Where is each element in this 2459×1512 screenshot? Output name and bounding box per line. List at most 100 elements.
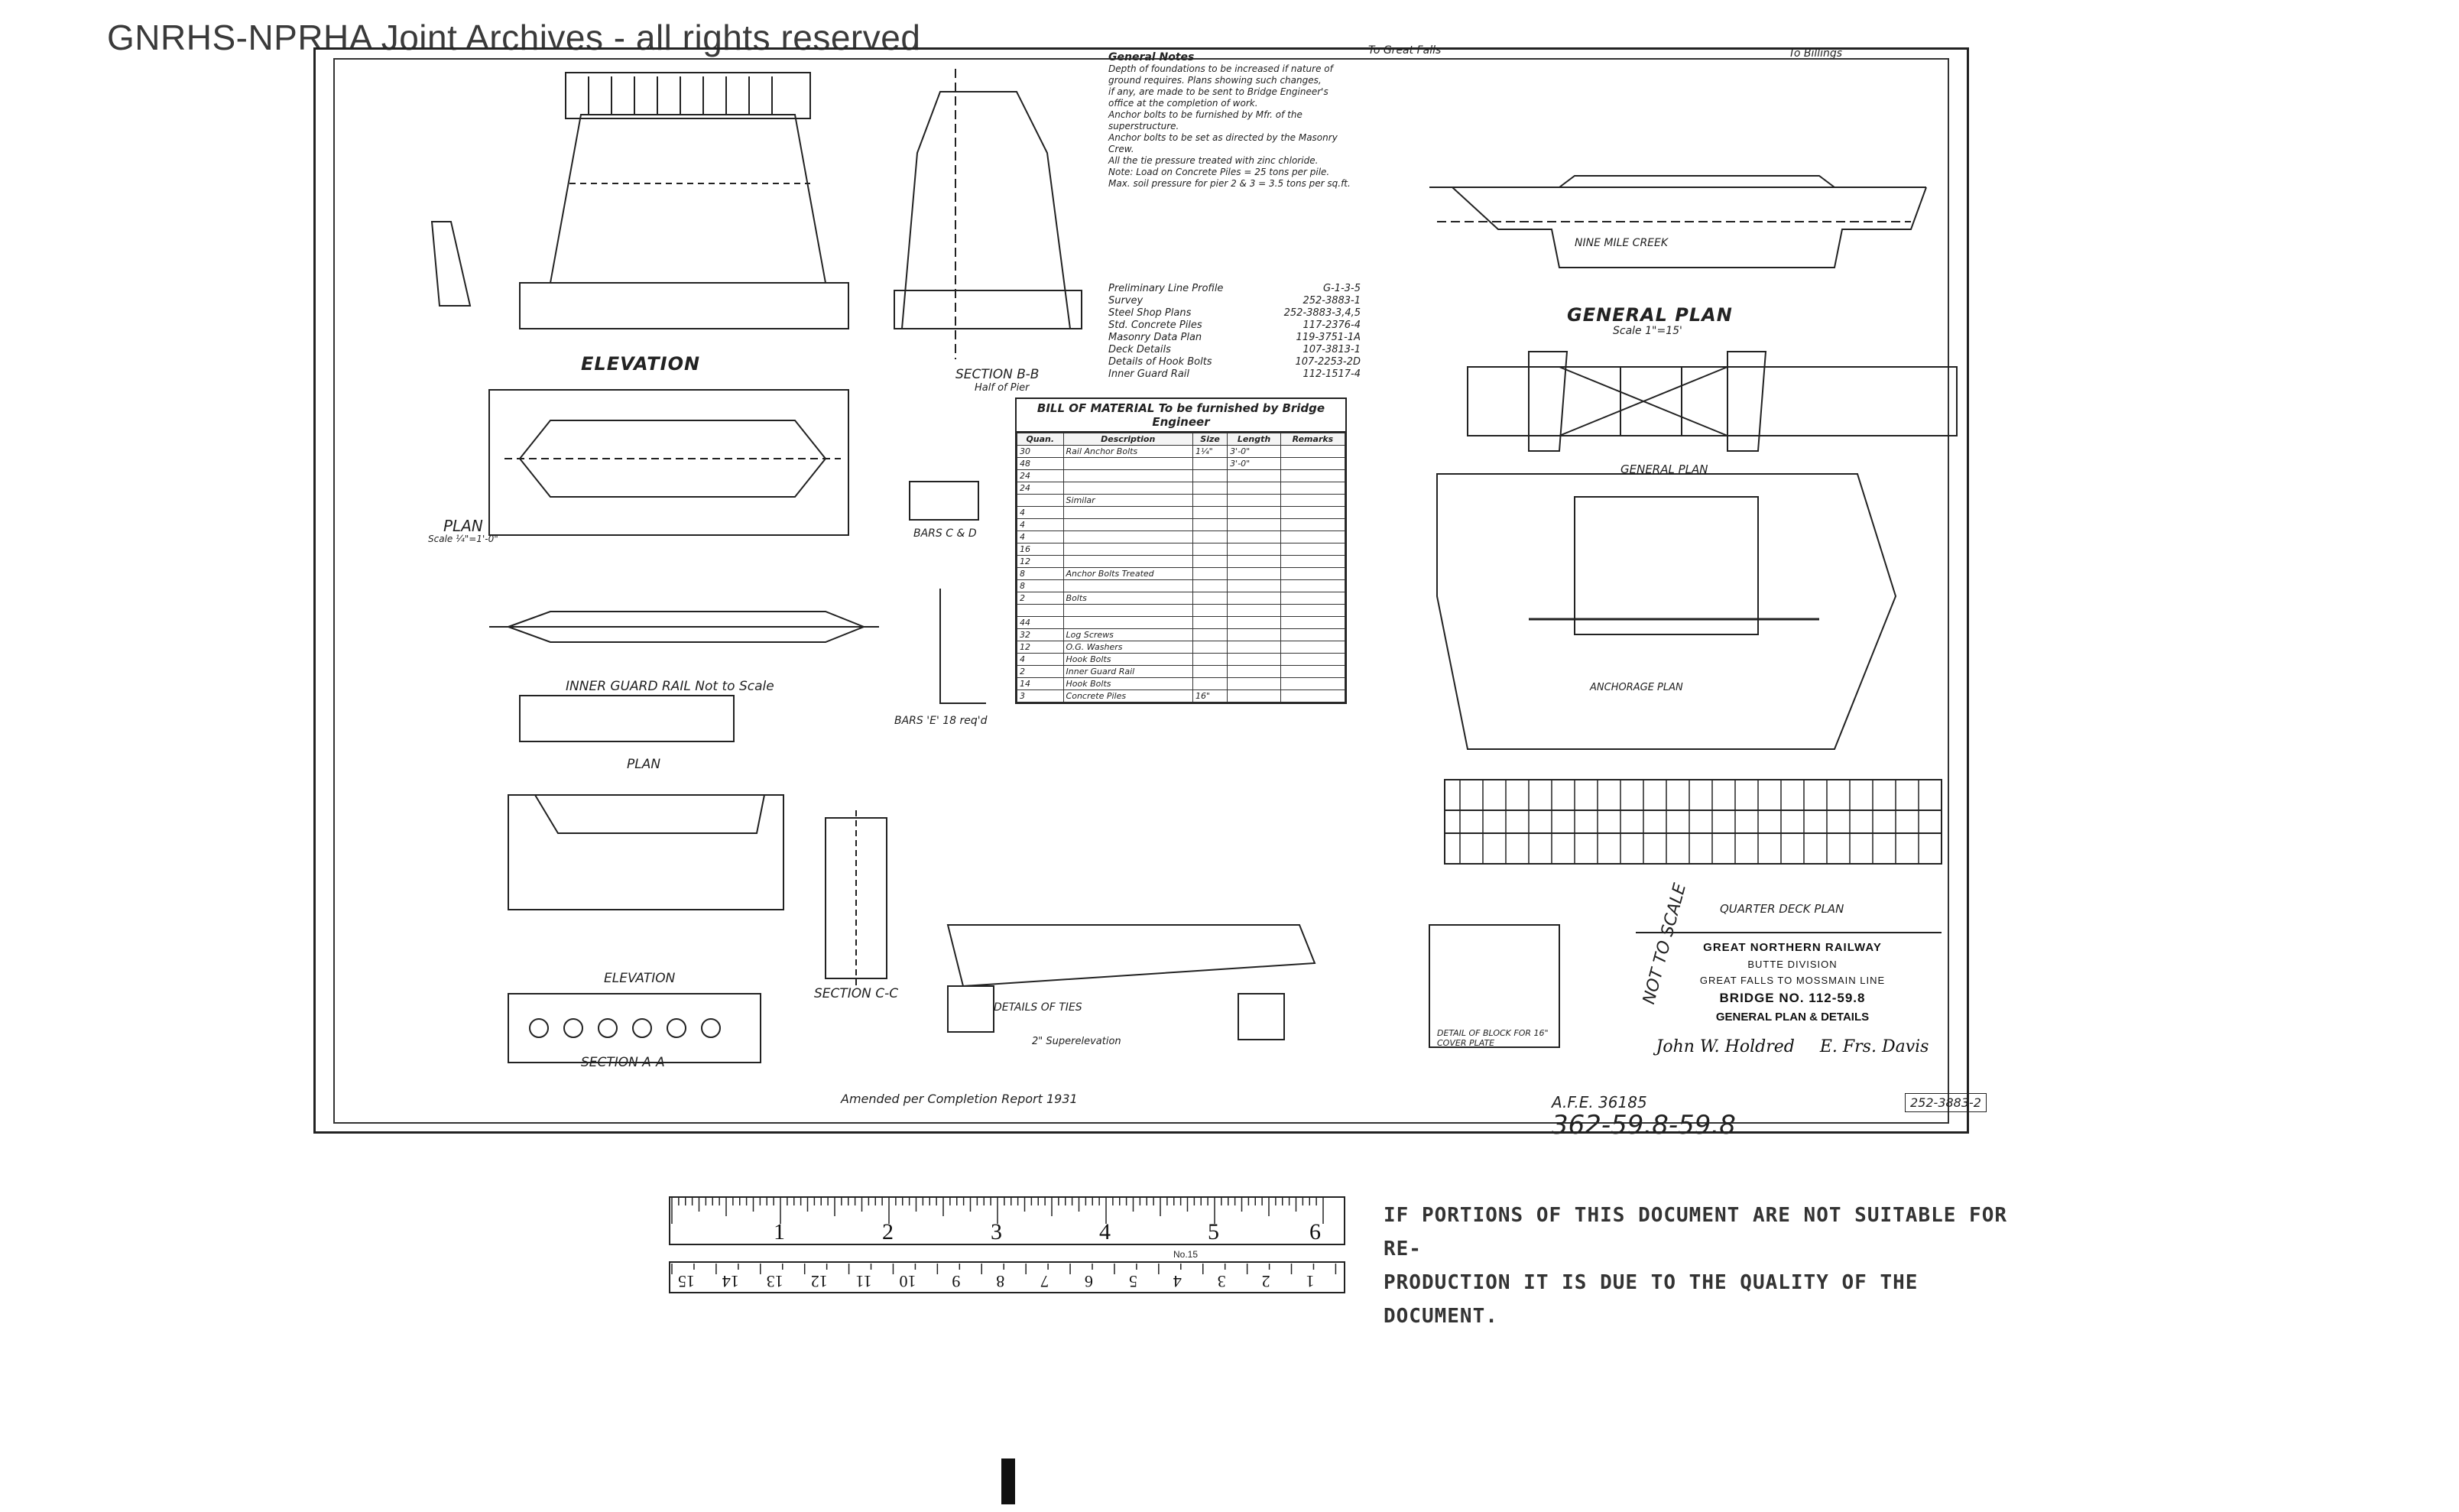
ruler-number: 3	[991, 1219, 1002, 1244]
section-aa-label: SECTION A-A	[581, 1055, 665, 1070]
bridge-number: BRIDGE NO. 112-59.8	[1719, 991, 1866, 1005]
elevation-lower-label: ELEVATION	[604, 971, 676, 986]
table-row: 8	[1017, 579, 1346, 592]
note-line: Depth of foundations to be increased if …	[1108, 63, 1333, 86]
ruler-cm-number: 2	[1262, 1272, 1270, 1291]
railway-name: GREAT NORTHERN RAILWAY	[1703, 941, 1882, 954]
to-great-falls-label: To Great Falls	[1368, 44, 1442, 57]
ruler-cm-number: 4	[1173, 1272, 1182, 1291]
drawing-sheet-border	[313, 47, 1969, 1134]
ruler-cm-number: 9	[952, 1272, 960, 1291]
division-name: BUTTE DIVISION	[1747, 959, 1838, 970]
ruler-number: 1	[774, 1219, 785, 1244]
table-row: 4	[1017, 506, 1346, 519]
section-cc-label: SECTION C-C	[814, 986, 899, 1001]
table-row: 12	[1017, 555, 1346, 568]
general-plan-scale: Scale 1"=15'	[1613, 325, 1682, 337]
ruler-number: 2	[882, 1219, 894, 1244]
note-line: if any, are made to be sent to Bridge En…	[1108, 86, 1328, 109]
ruler-cm-number: 10	[899, 1272, 916, 1291]
plan-scale-label: Scale ¼"=1'-0"	[428, 534, 498, 544]
note-line: Anchor bolts to be set as directed by th…	[1108, 132, 1338, 154]
reproduction-disclaimer: IF PORTIONS OF THIS DOCUMENT ARE NOT SUI…	[1384, 1199, 2010, 1333]
table-row: 4	[1017, 530, 1346, 543]
archive-watermark: GNRHS-NPRHA Joint Archives - all rights …	[107, 18, 921, 57]
ruler-cm-number: 3	[1218, 1272, 1226, 1291]
table-row: 24	[1017, 469, 1346, 482]
afe-number: A.F.E. 36185	[1552, 1093, 1647, 1111]
anchorage-plan-label: ANCHORAGE PLAN	[1590, 682, 1683, 693]
drawing-inner-border	[333, 58, 1949, 1124]
signature-approver: E. Frs. Davis	[1819, 1037, 1929, 1056]
note-line: Max. soil pressure for pier 2 & 3 = 3.5 …	[1108, 178, 1351, 189]
elevation-label: ELEVATION	[581, 353, 701, 375]
superelevation-label: 2" Superelevation	[1032, 1036, 1121, 1047]
ruler-cm-number: 1	[1306, 1272, 1315, 1291]
bridge-id-handwritten: 362-59.8-59.8	[1552, 1110, 1736, 1140]
bill-of-material-title: BILL OF MATERIAL To be furnished by Brid…	[1017, 399, 1345, 433]
table-row: 24	[1017, 482, 1346, 495]
plan-mid-label: PLAN	[627, 757, 661, 772]
ruler-cm-number: 15	[678, 1272, 695, 1291]
table-row: 16	[1017, 543, 1346, 556]
line-name: GREAT FALLS TO MOSSMAIN LINE	[1699, 975, 1886, 986]
section-bb-label: SECTION B-B	[955, 367, 1040, 382]
signature-engineer: John W. Holdred	[1656, 1037, 1795, 1056]
ruler-cm-number: 7	[1040, 1272, 1049, 1291]
ruler-cm-number: 6	[1085, 1272, 1093, 1291]
general-notes-title: General Notes	[1108, 51, 1195, 63]
bill-of-material: BILL OF MATERIAL To be furnished by Brid…	[1015, 397, 1347, 704]
ruler-cm-number: 12	[811, 1272, 828, 1291]
details-of-ties-label: DETAILS OF TIES	[994, 1001, 1082, 1014]
table-row: 44	[1017, 616, 1346, 629]
ruler-mark: No.15	[1173, 1249, 1198, 1260]
disclaimer-line-1: IF PORTIONS OF THIS DOCUMENT ARE NOT SUI…	[1384, 1204, 2008, 1261]
ruler-cm-number: 5	[1129, 1272, 1137, 1291]
table-row	[1017, 604, 1346, 617]
general-plan-label: GENERAL PLAN	[1620, 462, 1708, 476]
note-line: All the tie pressure treated with zinc c…	[1108, 155, 1319, 166]
block-detail-label: DETAIL OF BLOCK FOR 16" COVER PLATE	[1437, 1028, 1549, 1048]
ruler-cm-number: 8	[996, 1272, 1004, 1291]
ruler-number: 4	[1099, 1219, 1111, 1244]
ruler-cm-number: 13	[767, 1272, 783, 1291]
quarter-deck-plan-label: QUARTER DECK PLAN	[1720, 902, 1844, 916]
scan-registration-mark	[1001, 1458, 1015, 1504]
nine-mile-creek-label: NINE MILE CREEK	[1575, 237, 1669, 249]
table-header-row: Quan. Description Size Length Remarks	[1017, 433, 1346, 446]
title-block: GREAT NORTHERN RAILWAY BUTTE DIVISION GR…	[1643, 936, 1942, 1108]
general-plan-title: GENERAL PLAN	[1567, 304, 1733, 326]
to-billings-label: To Billings	[1789, 47, 1843, 60]
ruler-number: 6	[1309, 1219, 1321, 1244]
bill-of-material-table: Quan. Description Size Length Remarks 30…	[1017, 433, 1346, 702]
drawing-subject: GENERAL PLAN & DETAILS	[1715, 1011, 1870, 1024]
table-row: 4	[1017, 518, 1346, 531]
note-line: Note: Load on Concrete Piles = 25 tons p…	[1108, 167, 1330, 177]
section-bb-sub-label: Half of Pier	[975, 382, 1030, 394]
ruler-cm-number: 11	[855, 1272, 871, 1291]
plan-label: PLAN	[443, 517, 483, 535]
ruler-cm-number: 14	[722, 1272, 739, 1291]
inner-guard-rail-label: INNER GUARD RAIL Not to Scale	[566, 679, 774, 694]
general-notes: General Notes Depth of foundations to be…	[1108, 52, 1353, 190]
ruler-number: 5	[1208, 1219, 1219, 1244]
bars-cd-label: BARS C & D	[913, 527, 977, 540]
